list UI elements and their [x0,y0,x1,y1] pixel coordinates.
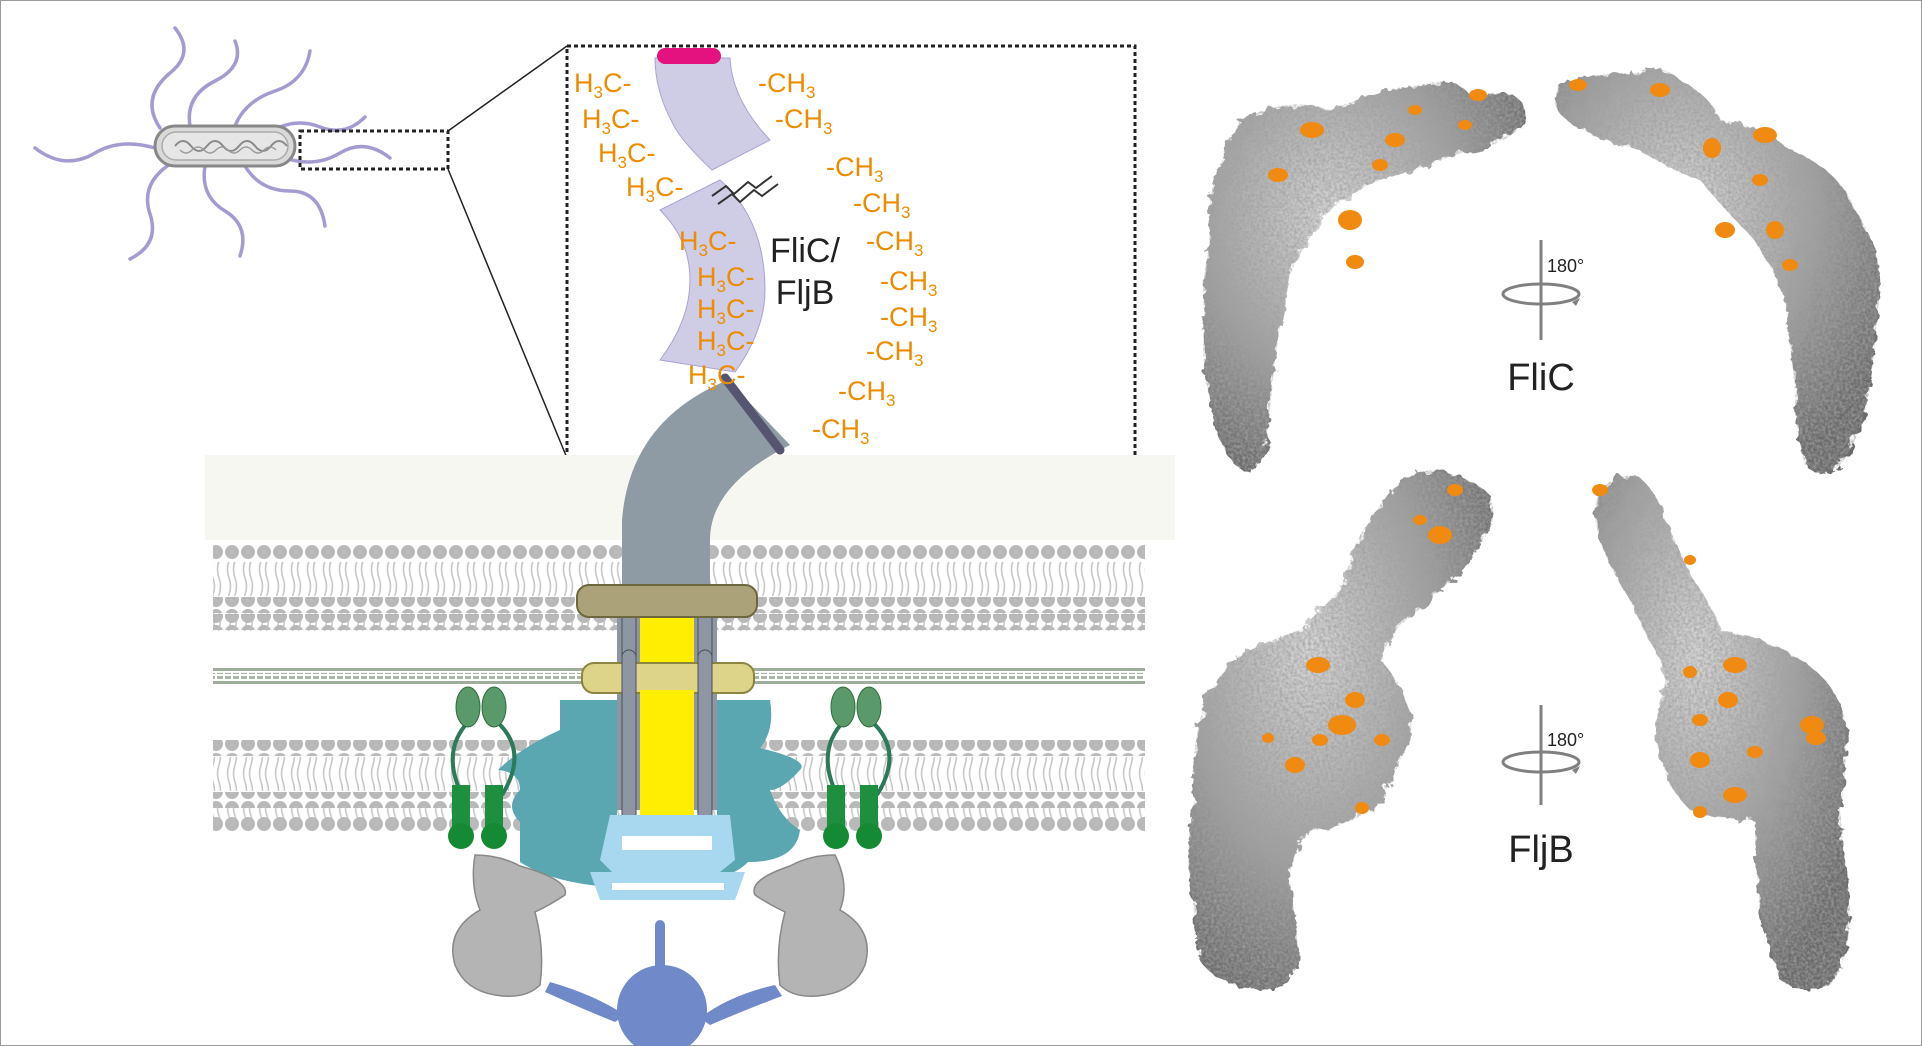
flagellar-cap [657,48,721,64]
fliC-structure-right [1555,68,1880,473]
stator-right [823,686,892,849]
rod-core-lower [640,690,694,820]
rotation-label-fljB: 180° [1547,730,1584,750]
methyl-group-label: H3C- [582,104,639,138]
export-apparatus [545,920,782,1046]
bacterium-icon [33,26,392,261]
hook [622,380,790,590]
switch-complex-left [452,854,567,997]
fljB-structure-right [1592,475,1850,989]
methyl-group-label: -CH3 [880,266,937,300]
methyl-group-label: H3C- [697,294,754,328]
rod-strand-left [621,649,637,826]
fljB-label: FljB [1508,829,1573,871]
rotation-label-fliC: 180° [1547,256,1584,276]
flagellin-filament [659,179,766,373]
methyl-group-label: H3C- [697,262,754,296]
switch-complex-right [753,854,868,997]
ms-ring [590,815,745,900]
methyl-groups-right: -CH3-CH3-CH3-CH3-CH3-CH3-CH3-CH3-CH3-CH3 [758,68,937,448]
methyl-group-label: H3C- [697,326,754,360]
methyl-group-label: -CH3 [838,376,895,410]
fliC-structure-left [1203,81,1526,471]
p-ring [581,662,755,694]
l-ring [576,584,758,618]
stator-left [448,686,517,849]
methyl-group-label: -CH3 [812,414,869,448]
methyl-group-label: H3C- [679,226,736,260]
flagellin-filament-upper [654,57,771,171]
methyl-group-label: -CH3 [758,68,815,102]
methyl-group-label: H3C- [574,68,631,102]
hook-junction [720,373,785,455]
rotation-arrow-icon [1501,240,1581,340]
flagellin-label-line2: FljB [776,274,835,312]
methyl-group-label: H3C- [626,172,683,206]
methyl-group-label: -CH3 [866,336,923,370]
flagellin-label-line1: FliC/ [770,232,840,270]
methyl-groups-left: H3C-H3C-H3C-H3C-H3C-H3C-H3C-H3C-H3C- [574,68,754,394]
break-marks [711,175,779,205]
fliC-label: FliC [1507,357,1575,399]
fljB-structure-left [1188,470,1494,990]
methyl-group-label: -CH3 [826,152,883,186]
methyl-group-label: -CH3 [880,302,937,336]
rod-strand-right [697,649,713,826]
methyl-group-label: -CH3 [866,226,923,260]
methyl-group-label: H3C- [688,360,745,394]
rotation-arrow-icon [1501,705,1581,805]
methyl-group-label: H3C- [598,138,655,172]
methyl-group-label: -CH3 [853,188,910,222]
methyl-group-label: -CH3 [775,104,832,138]
